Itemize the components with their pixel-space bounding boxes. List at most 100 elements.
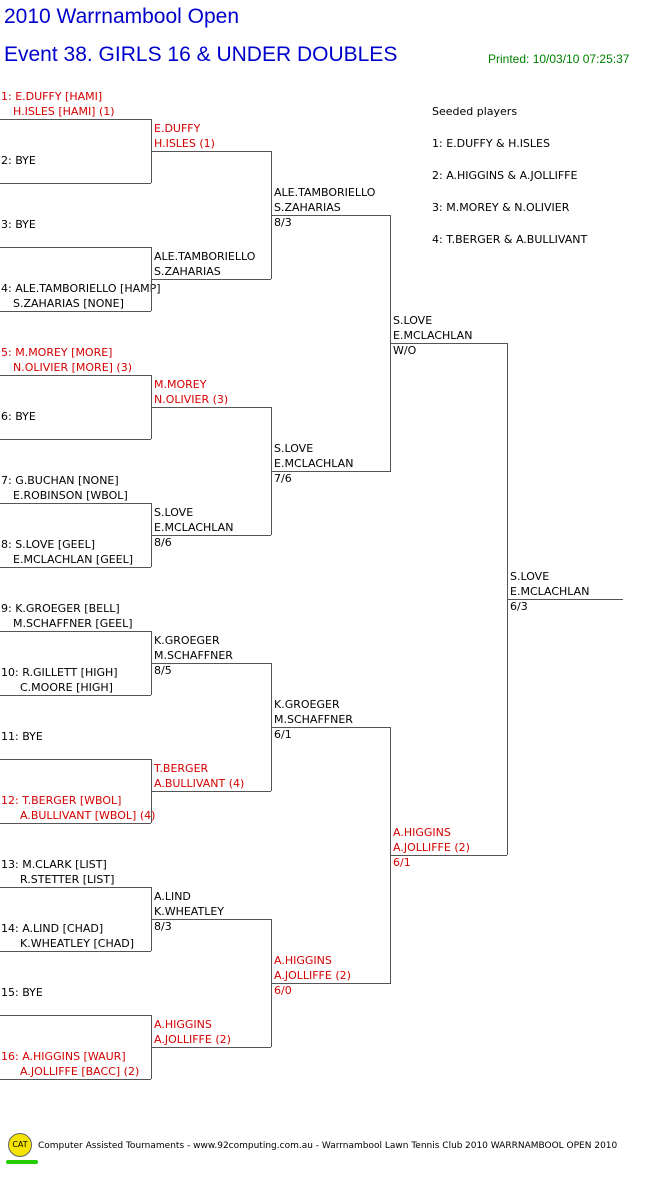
round2-score: 8/6 (154, 536, 172, 549)
round3-player-b: S.ZAHARIAS (274, 201, 341, 214)
round4-score: W/O (393, 344, 417, 357)
draw-player-a: 9: K.GROEGER [BELL] (1, 602, 120, 615)
round3-player-a: ALE.TAMBORIELLO (274, 186, 376, 199)
draw-line (0, 119, 151, 120)
draw-player-a: 7: G.BUCHAN [NONE] (1, 474, 119, 487)
round3-player-b: E.MCLACHLAN (274, 457, 354, 470)
round2-player-b: S.ZAHARIAS (154, 265, 221, 278)
round2-line (151, 791, 271, 792)
draw-player-a: 10: R.GILLETT [HIGH] (1, 666, 118, 679)
round2-line (151, 151, 271, 152)
draw-line (0, 887, 151, 888)
round2-player-b: K.WHEATLEY (154, 905, 224, 918)
round2-player-a: ALE.TAMBORIELLO (154, 250, 256, 263)
draw-line (0, 311, 151, 312)
draw-player-b: M.SCHAFFNER [GEEL] (13, 617, 133, 630)
draw-player-b: H.ISLES [HAMI] (1) (13, 105, 115, 118)
round3-player-a: K.GROEGER (274, 698, 340, 711)
round3-line (271, 983, 391, 984)
round4-player-b: E.MCLACHLAN (393, 329, 473, 342)
round4-score: 6/1 (393, 856, 411, 869)
draw-line (0, 183, 151, 184)
round2-player-b: A.JOLLIFFE (2) (154, 1033, 231, 1046)
final-player-a: S.LOVE (510, 570, 550, 583)
event-title: Event 38. GIRLS 16 & UNDER DOUBLES (4, 43, 398, 66)
draw-player-b: N.OLIVIER [MORE] (3) (13, 361, 133, 374)
draw-player-b: C.MOORE [HIGH] (20, 681, 113, 694)
draw-line (0, 503, 151, 504)
round2-line (151, 407, 271, 408)
round2-line (151, 663, 271, 664)
round3-line (271, 215, 391, 216)
draw-player-b: A.JOLLIFFE [BACC] (2) (20, 1065, 140, 1078)
round2-player-a: E.DUFFY (154, 122, 201, 135)
draw-line (0, 823, 151, 824)
footer-event: 2010 WARRNAMBOOL OPEN 2010 (465, 1141, 618, 1151)
round2-player-a: M.MOREY (154, 378, 207, 391)
draw-player-a: 5: M.MOREY [MORE] (1, 346, 113, 359)
round4-player-a: S.LOVE (393, 314, 433, 327)
seed-entry: 2: A.HIGGINS & A.JOLLIFFE (432, 169, 578, 182)
round3-player-b: A.JOLLIFFE (2) (274, 969, 351, 982)
draw-line (0, 247, 151, 248)
round4-player-b: A.JOLLIFFE (2) (393, 841, 470, 854)
round2-player-b: E.MCLACHLAN (154, 521, 234, 534)
final-line (507, 599, 623, 600)
draw-line (0, 439, 151, 440)
round3-line (271, 727, 391, 728)
draw-player-a: 2: BYE (1, 154, 36, 167)
round2-line (151, 279, 271, 280)
round2-line (151, 535, 271, 536)
cat-logo-underline (6, 1160, 38, 1164)
seeded-title: Seeded players (432, 105, 518, 118)
round3-score: 6/1 (274, 728, 292, 741)
round2-line (151, 919, 271, 920)
draw-player-b: R.STETTER [LIST] (20, 873, 115, 886)
tournament-title: 2010 Warrnambool Open (4, 5, 240, 28)
round2-player-a: K.GROEGER (154, 634, 220, 647)
draw-player-a: 6: BYE (1, 410, 36, 423)
round3-player-a: A.HIGGINS (274, 954, 332, 967)
draw-player-b: E.MCLACHLAN [GEEL] (13, 553, 134, 566)
draw-player-b: E.ROBINSON [WBOL] (13, 489, 128, 502)
draw-player-b: A.BULLIVANT [WBOL] (4) (20, 809, 156, 822)
draw-line (0, 695, 151, 696)
draw-player-a: 15: BYE (1, 986, 43, 999)
round3-player-b: M.SCHAFFNER (274, 713, 353, 726)
draw-line (0, 631, 151, 632)
draw-player-a: 8: S.LOVE [GEEL] (1, 538, 95, 551)
draw-player-a: 13: M.CLARK [LIST] (1, 858, 107, 871)
draw-player-a: 14: A.LIND [CHAD] (1, 922, 104, 935)
round4-line (390, 855, 507, 856)
round2-player-a: S.LOVE (154, 506, 194, 519)
draw-player-a: 1: E.DUFFY [HAMI] (1, 90, 103, 103)
round2-player-b: A.BULLIVANT (4) (154, 777, 245, 790)
round3-score: 8/3 (274, 216, 292, 229)
round4-line (390, 343, 507, 344)
round3-score: 7/6 (274, 472, 292, 485)
draw-player-a: 12: T.BERGER [WBOL] (1, 794, 122, 807)
round2-score: 8/5 (154, 664, 172, 677)
round3-score: 6/0 (274, 984, 292, 997)
draw-line (0, 567, 151, 568)
cat-logo: CAT (8, 1133, 32, 1157)
printed-timestamp: Printed: 10/03/10 07:25:37 (488, 52, 630, 66)
round2-player-b: N.OLIVIER (3) (154, 393, 229, 406)
round3-line (271, 471, 391, 472)
draw-line (0, 1015, 151, 1016)
final-player-b: E.MCLACHLAN (510, 585, 590, 598)
seed-entry: 3: M.MOREY & N.OLIVIER (432, 201, 570, 214)
draw-line (0, 1079, 151, 1080)
round2-score: 8/3 (154, 920, 172, 933)
round2-player-a: T.BERGER (154, 762, 209, 775)
draw-player-a: 3: BYE (1, 218, 36, 231)
round3-player-a: S.LOVE (274, 442, 314, 455)
round2-player-a: A.HIGGINS (154, 1018, 212, 1031)
draw-line (0, 375, 151, 376)
draw-line (0, 759, 151, 760)
round2-player-a: A.LIND (154, 890, 191, 903)
round4-player-a: A.HIGGINS (393, 826, 451, 839)
seed-entry: 4: T.BERGER & A.BULLIVANT (432, 233, 588, 246)
draw-line (0, 951, 151, 952)
draw-player-b: S.ZAHARIAS [NONE] (13, 297, 124, 310)
